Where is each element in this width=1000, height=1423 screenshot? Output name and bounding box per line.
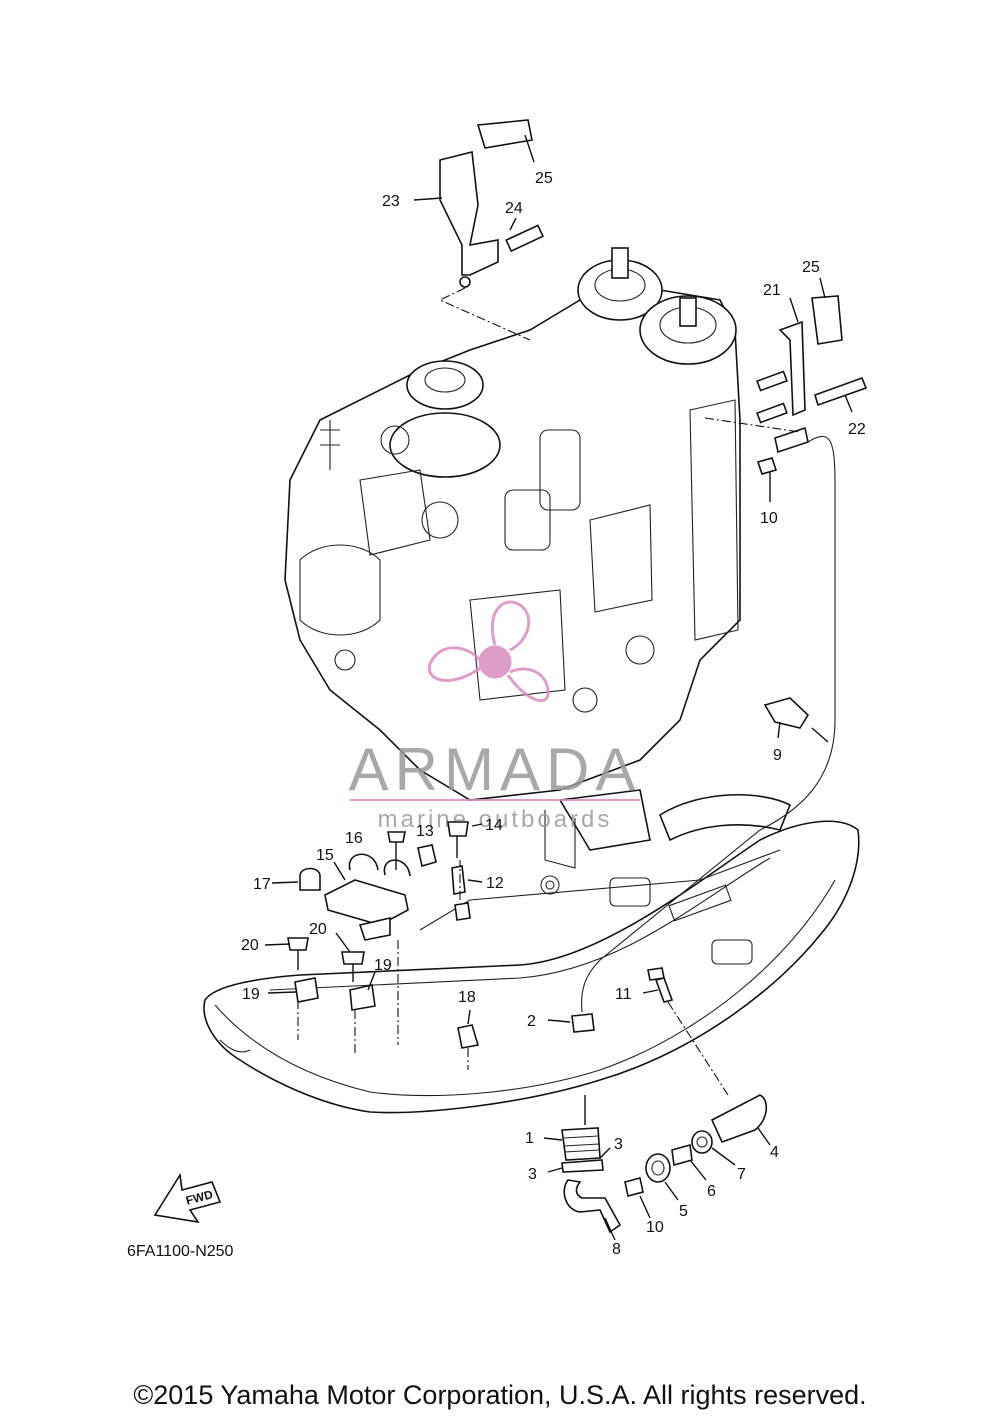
top-bracket-group — [413, 119, 545, 341]
callout-25-top: 25 — [535, 170, 553, 187]
callout-23: 23 — [382, 193, 400, 210]
callout-labels: 25 23 24 25 21 22 10 9 16 13 14 15 17 12… — [241, 170, 866, 1258]
copyright-notice: ©2015 Yamaha Motor Corporation, U.S.A. A… — [133, 1380, 867, 1410]
diagram-code: 6FA1100-N250 — [127, 1243, 234, 1260]
callout-25-right: 25 — [802, 259, 820, 276]
callout-10-upper: 10 — [760, 510, 778, 527]
callout-8: 8 — [612, 1241, 621, 1258]
callout-1: 1 — [525, 1130, 534, 1147]
callout-17: 17 — [253, 876, 271, 893]
bottom-cowling — [203, 789, 860, 1114]
callout-3-lower: 3 — [528, 1166, 537, 1183]
watermark-brand: ARMADA — [349, 736, 642, 803]
lower-assembly — [543, 1094, 771, 1241]
callout-11: 11 — [615, 986, 632, 1003]
callout-19-left: 19 — [242, 986, 260, 1003]
callout-9: 9 — [773, 747, 782, 764]
callout-16: 16 — [345, 830, 363, 847]
mid-parts-cluster — [417, 821, 483, 1070]
fwd-label: FWD — [184, 1187, 214, 1208]
callout-13: 13 — [416, 823, 434, 840]
armada-logo-icon — [428, 600, 550, 703]
callout-4: 4 — [770, 1144, 779, 1161]
callout-20-left: 20 — [241, 937, 259, 954]
callout-21: 21 — [763, 282, 781, 299]
engine-block — [284, 247, 741, 801]
callout-6: 6 — [707, 1183, 716, 1200]
callout-14: 14 — [485, 817, 503, 834]
callout-12: 12 — [486, 875, 504, 892]
callout-2: 2 — [527, 1013, 536, 1030]
left-parts-cluster — [264, 831, 411, 1055]
watermark-tagline: marine outboards — [378, 806, 613, 833]
callout-22: 22 — [848, 421, 866, 438]
callout-20-right: 20 — [309, 921, 327, 938]
right-bracket-group — [581, 277, 868, 1013]
watermark: ARMADA marine outboards — [349, 600, 642, 833]
callout-7: 7 — [737, 1166, 746, 1183]
clamp-9 — [763, 697, 829, 743]
callout-24: 24 — [505, 200, 523, 217]
callout-3-upper: 3 — [614, 1136, 623, 1153]
callout-15: 15 — [316, 847, 334, 864]
small-parts-2-11 — [547, 967, 729, 1096]
callout-18: 18 — [458, 989, 476, 1006]
forward-direction-indicator: FWD — [153, 1172, 222, 1224]
callout-19-right: 19 — [374, 957, 392, 974]
callout-10-lower: 10 — [646, 1219, 664, 1236]
callout-5: 5 — [679, 1203, 688, 1220]
